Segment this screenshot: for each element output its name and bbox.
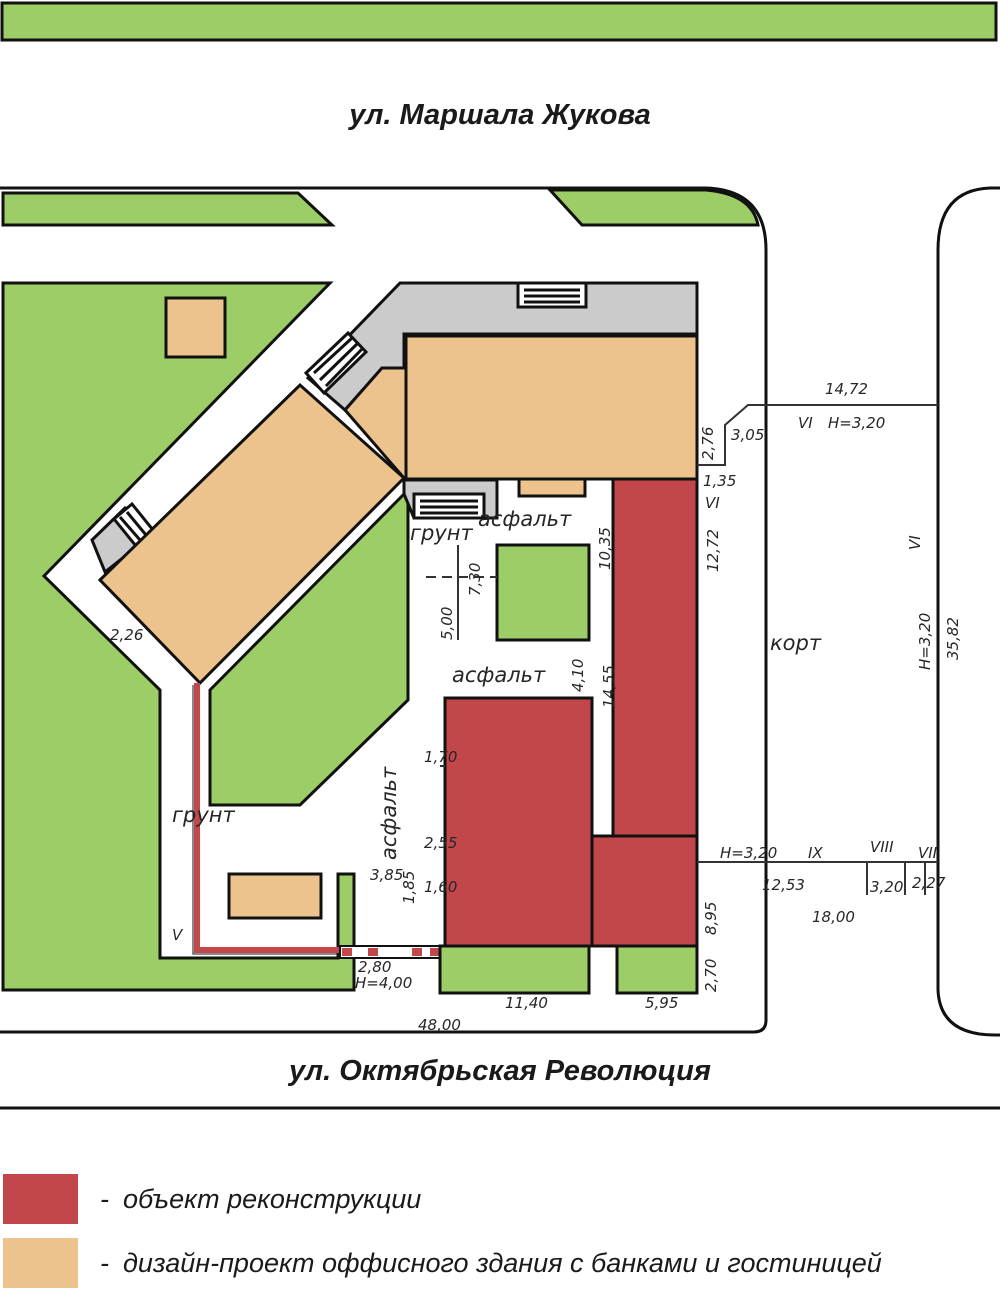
stairs-north [516, 281, 588, 309]
label-asphalt-vertical: асфальт [377, 766, 401, 860]
label-ground-left: грунт [172, 803, 236, 827]
dim-roman-ix: IX [808, 844, 823, 862]
label-ground-top: грунт [410, 521, 474, 545]
kiosk-north [164, 296, 227, 359]
dim-4-10: 4,10 [569, 659, 587, 692]
legend-dash: - [100, 1247, 109, 1278]
dim-roman-vii: VII [918, 844, 938, 862]
dim-18-00: 18,00 [812, 908, 855, 926]
dim-roman-viii: VIII [870, 838, 894, 856]
reconstruction-fence-line [194, 683, 342, 953]
dim-2-55: 2,55 [424, 834, 457, 852]
reconstruction-central-block [443, 696, 594, 948]
courtyard-lawn [495, 543, 591, 642]
dim-roman-vi-a: VI [798, 414, 813, 432]
street-label-south: ул. Октябрьская Революция [287, 1055, 711, 1087]
dim-12-53: 12,53 [762, 876, 805, 894]
lawn-north-east [546, 188, 760, 227]
dim-14-55: 14,55 [600, 665, 618, 708]
dim-2-27: 2,27 [912, 874, 946, 892]
label-asphalt-top: асфальт [478, 507, 572, 531]
stairs-diagonal [303, 330, 369, 396]
dim-1-70: 1,70 [424, 748, 457, 766]
lawn-center-wedge [208, 486, 410, 807]
legend-item-reconstruction: - объект реконструкции [3, 1174, 421, 1224]
dim-12-72: 12,72 [704, 529, 722, 572]
reconstruction-south-corner [590, 834, 699, 948]
lawn-west [1, 281, 356, 992]
dim-h-3-20-b: H=3,20 [916, 613, 934, 670]
right-block-outline [936, 186, 1000, 1037]
dim-14-72: 14,72 [825, 380, 868, 398]
dim-7-30: 7,30 [466, 563, 484, 596]
legend-label-reconstruction: объект реконструкции [123, 1183, 422, 1214]
block-outline [0, 186, 768, 1034]
legend-swatch-red [3, 1174, 78, 1224]
dim-3-05: 3,05 [731, 426, 764, 444]
dim-roman-vi-c: VI [906, 535, 924, 550]
label-court: корт [770, 631, 822, 655]
dim-10-35: 10,35 [596, 527, 614, 570]
dim-roman-v: V [172, 926, 184, 944]
lawn-south-east [615, 944, 699, 995]
dim-48-00: 48,00 [418, 1016, 461, 1034]
label-asphalt-mid: асфальт [452, 663, 546, 687]
survey-lines [426, 404, 938, 895]
dim-1-35: 1,35 [703, 472, 736, 490]
dim-1-60: 1,60 [424, 878, 457, 896]
reconstruction-east-wing [611, 477, 699, 838]
dim-3-85: 3,85 [370, 866, 403, 884]
street-label-north: ул. Маршала Жукова [347, 99, 650, 131]
dim-2-80: 2,80 [358, 958, 391, 976]
kiosk-south [227, 872, 323, 920]
new-building-annex [517, 477, 587, 498]
dim-2-26: 2,26 [110, 626, 143, 644]
fence-segment-south [339, 945, 445, 959]
dim-1-85: 1,85 [400, 871, 418, 904]
top-green-strip [0, 1, 998, 42]
legend-item-design-project: - дизайн-проект оффисного здания с банка… [3, 1238, 882, 1288]
new-building-main-block [404, 334, 699, 481]
dim-5-00: 5,00 [438, 607, 456, 640]
dim-8-95: 8,95 [702, 902, 720, 935]
reconstruction-fence-outline [192, 685, 342, 955]
dim-35-82: 35,82 [944, 617, 962, 660]
lawn-north-west [1, 191, 336, 227]
dim-h-3-20-c: H=3,20 [720, 844, 777, 862]
dim-h-3-20-a: H=3,20 [828, 414, 885, 432]
lawn-south-center [438, 944, 591, 995]
dim-h-4-00: H=4,00 [355, 974, 412, 992]
dim-5-95: 5,95 [645, 994, 678, 1012]
legend-swatch-tan [3, 1238, 78, 1288]
stairs-courtyard [412, 492, 486, 520]
legend-label-design-project: дизайн-проект оффисного здания с банками… [123, 1247, 882, 1278]
dim-2-76: 2,76 [699, 427, 717, 460]
dim-roman-vi-b: VI [705, 494, 720, 512]
dim-11-40: 11,40 [505, 994, 548, 1012]
legend-dash: - [100, 1183, 109, 1214]
dim-2-70: 2,70 [702, 959, 720, 992]
dim-3-20: 3,20 [870, 878, 903, 896]
